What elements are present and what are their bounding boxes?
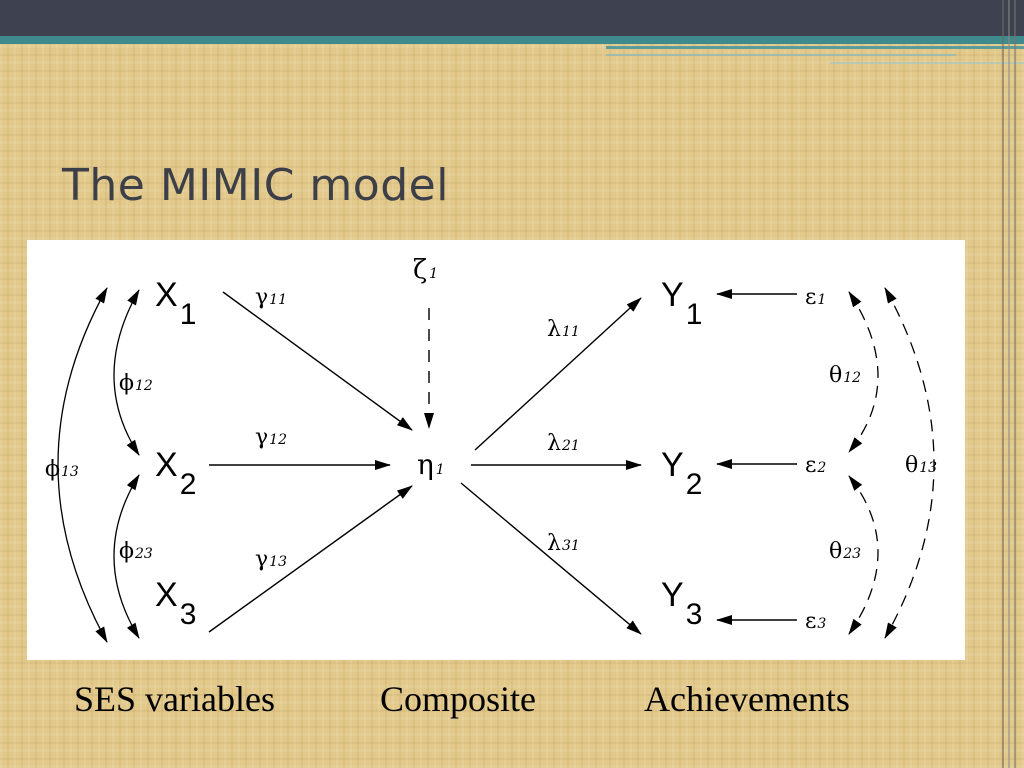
x2-node: X2 xyxy=(155,446,196,501)
teal-accent-line xyxy=(606,46,1024,49)
theta23-label: θ23 xyxy=(829,539,861,564)
phi13-label: ϕ13 xyxy=(45,457,79,482)
lambda11-label: λ11 xyxy=(547,317,580,342)
phi12-arrow xyxy=(113,289,140,456)
teal-accent-band xyxy=(0,36,1024,44)
epsilon1-label: ε1 xyxy=(805,285,826,310)
y2-node: Y2 xyxy=(661,446,702,501)
phi23-arrow xyxy=(113,474,140,639)
gamma13-arrow xyxy=(208,485,413,633)
x1-node: X1 xyxy=(155,276,196,331)
caption-ses-variables: SES variables xyxy=(74,679,275,719)
slide-title: The MIMIC model xyxy=(62,160,449,211)
theta12-label: θ12 xyxy=(829,363,861,388)
phi13-arrow xyxy=(57,287,108,643)
x3-node: X3 xyxy=(155,576,196,631)
gamma12-label: γ12 xyxy=(255,425,287,450)
top-title-bar xyxy=(0,0,1024,36)
phi12-label: ϕ12 xyxy=(119,371,153,396)
theta13-arrow xyxy=(884,287,935,639)
theta13-label: θ13 xyxy=(905,453,937,478)
right-edge-stripes xyxy=(994,0,1024,768)
lambda31-arrow xyxy=(460,482,642,635)
teal-accent-line-secondary xyxy=(606,54,956,56)
gamma11-label: γ11 xyxy=(255,285,287,310)
y3-node: Y3 xyxy=(661,576,702,631)
theta12-arrow xyxy=(848,291,879,453)
y1-node: Y1 xyxy=(661,276,702,331)
teal-accent-line-tertiary xyxy=(830,62,1024,64)
gamma11-arrow xyxy=(222,291,413,431)
lambda31-label: λ31 xyxy=(547,531,580,556)
diagram-captions: SES variables Composite Achievements xyxy=(0,678,1024,719)
epsilon3-label: ε3 xyxy=(805,609,826,634)
epsilon2-label: ε2 xyxy=(805,453,826,478)
theta23-arrow xyxy=(848,475,879,635)
lambda11-arrow xyxy=(474,297,642,451)
lambda21-label: λ21 xyxy=(547,431,580,456)
phi23-label: ϕ23 xyxy=(119,539,153,564)
caption-composite: Composite xyxy=(380,679,537,719)
caption-achievements: Achievements xyxy=(644,679,850,719)
gamma13-label: γ13 xyxy=(255,547,287,572)
